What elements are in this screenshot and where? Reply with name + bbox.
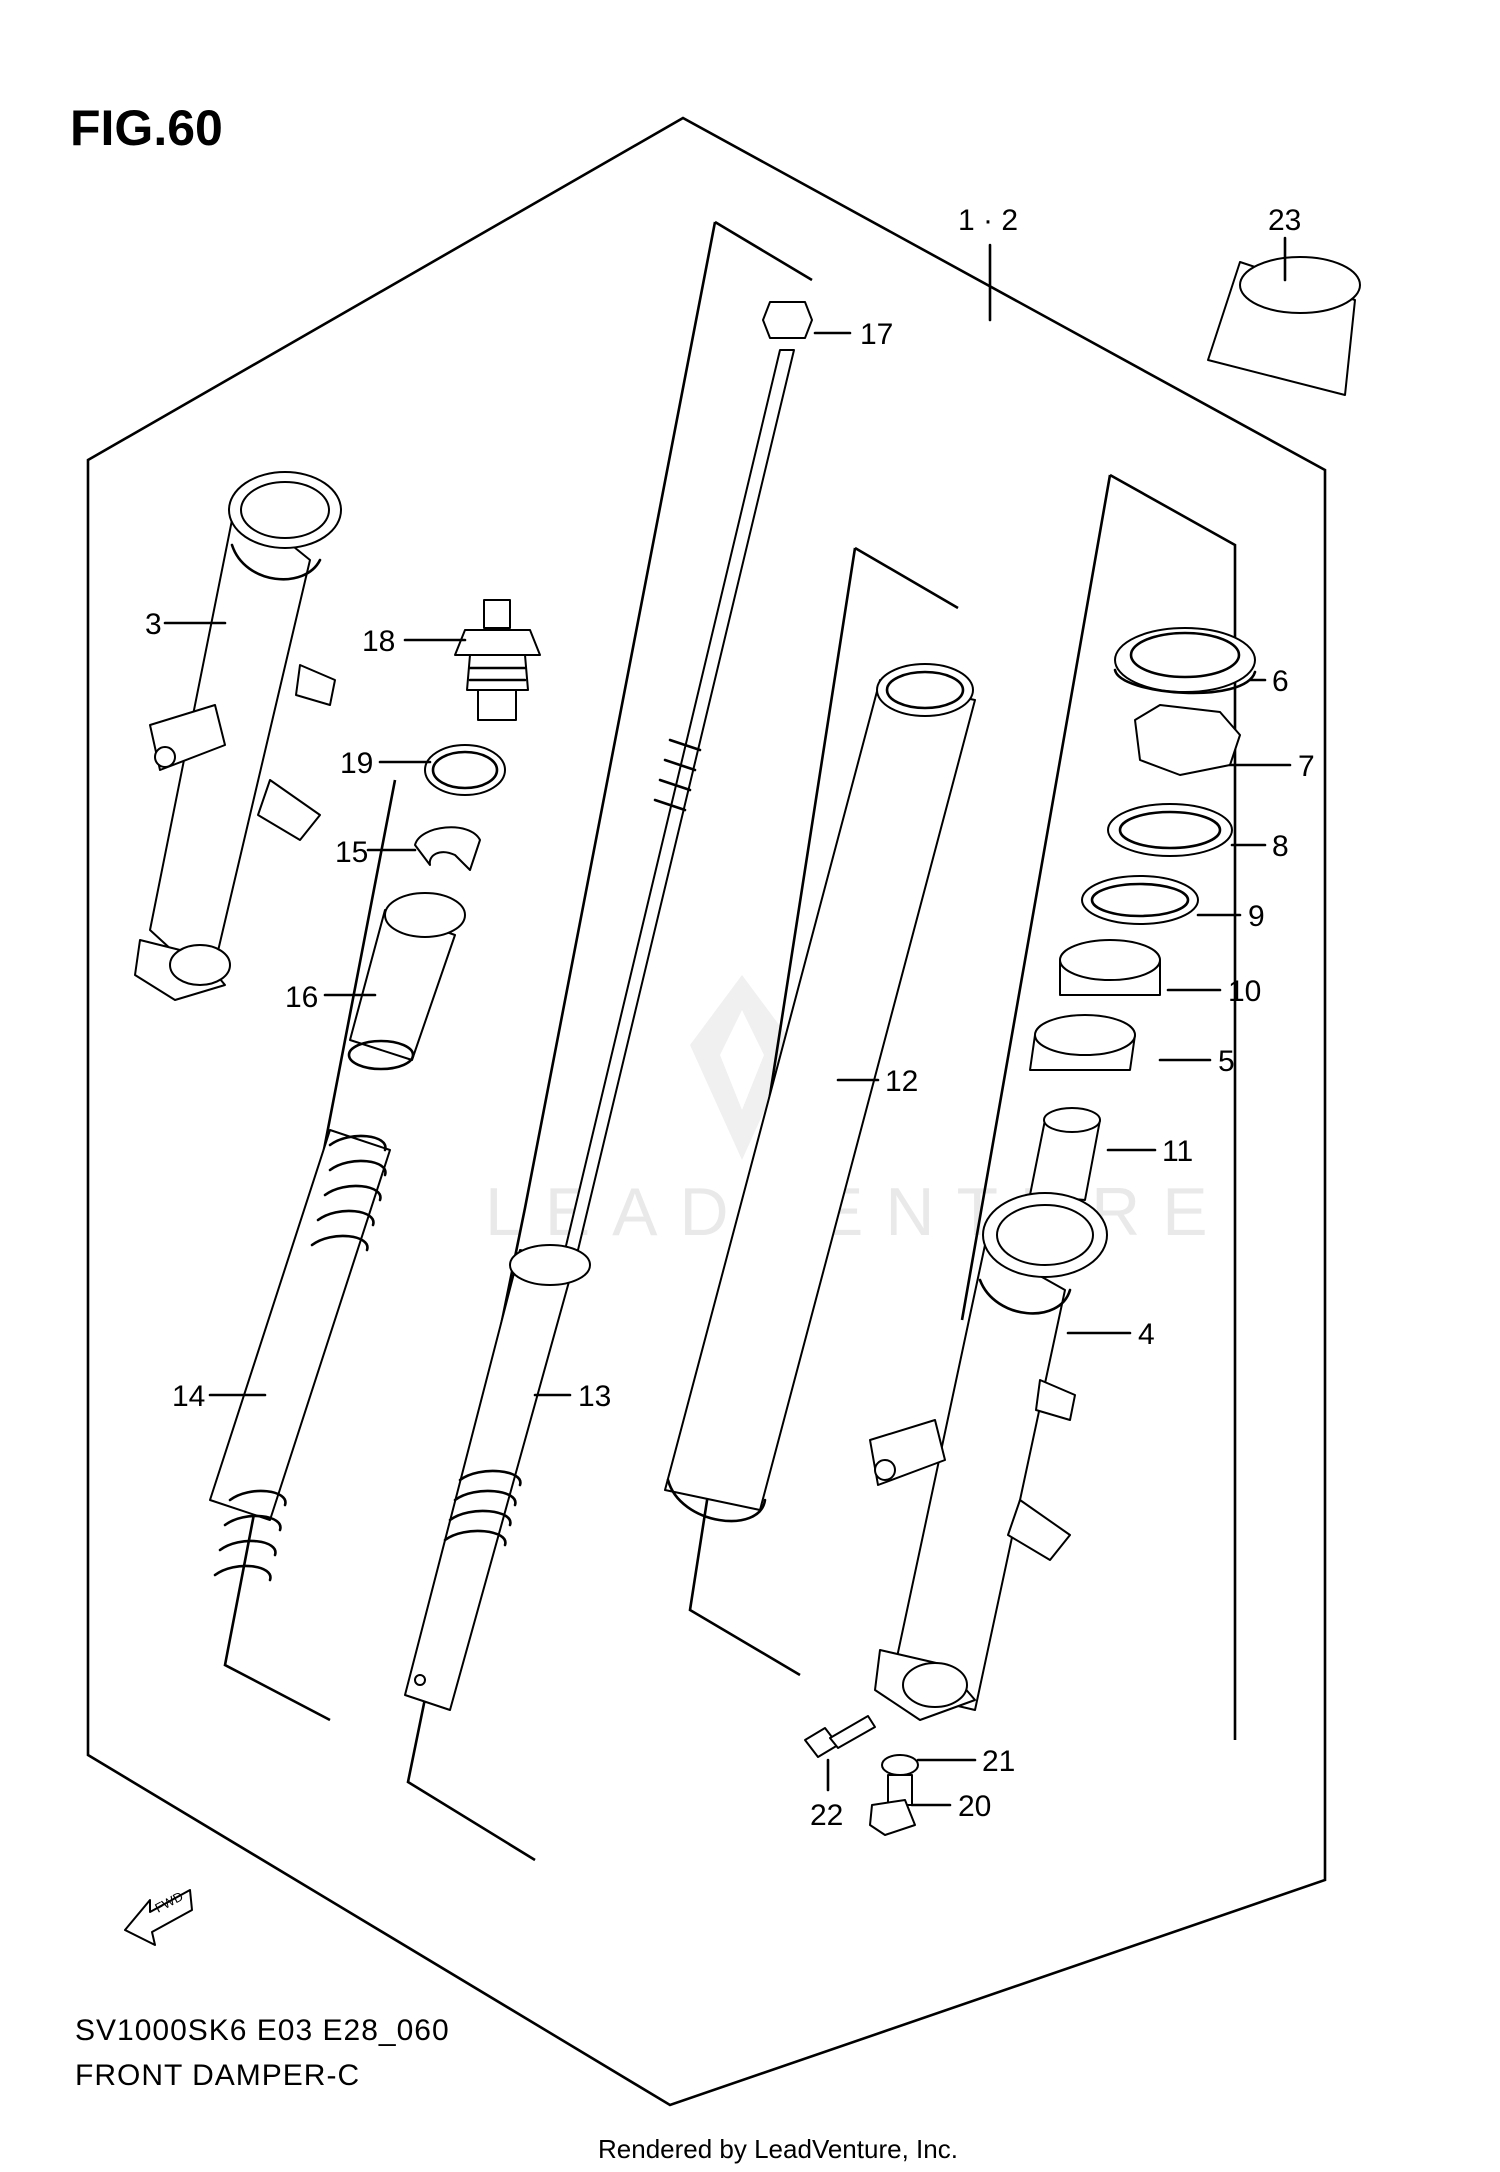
damper-tube-group-frame <box>688 546 959 1677</box>
watermark-text: LEADVENTURE <box>485 1174 1230 1250</box>
oil-seal-spacer <box>1081 875 1199 925</box>
o-ring <box>424 744 506 796</box>
adjuster-bolt <box>454 599 541 721</box>
assembly-frame <box>86 116 1327 2107</box>
callout-15: 15 <box>335 836 368 869</box>
stopper-ring-seal <box>1134 704 1241 776</box>
gasket <box>881 1754 919 1776</box>
damper-rod-assembly <box>404 349 795 1711</box>
model-code: SV1000SK6 E03 E28_060 <box>75 2014 450 2047</box>
callout-23: 23 <box>1268 204 1301 237</box>
callout-13: 13 <box>578 1380 611 1413</box>
guide-metal <box>1059 939 1161 996</box>
outer-tube-left <box>134 471 342 1001</box>
callout-20: 20 <box>958 1790 991 1823</box>
diagram-title: FRONT DAMPER-C <box>75 2059 360 2092</box>
slide-bush <box>1029 1014 1136 1071</box>
fork-guard <box>1207 256 1361 396</box>
callout-19: 19 <box>340 747 373 780</box>
callout-7: 7 <box>1298 750 1315 783</box>
leader-lines <box>163 236 1292 1807</box>
callout-14: 14 <box>172 1380 205 1413</box>
callout-11: 11 <box>1162 1135 1193 1168</box>
forward-arrow-icon: FWD <box>124 1889 193 1946</box>
outer-tube-right <box>869 1192 1108 1721</box>
oil-seal <box>1113 627 1257 695</box>
spacer <box>347 892 466 1071</box>
fork-spring <box>209 1129 391 1582</box>
callout-22: 22 <box>810 1799 843 1832</box>
callout-6: 6 <box>1272 665 1289 698</box>
rendered-by: Rendered by LeadVenture, Inc. <box>598 2134 958 2164</box>
callout-4: 4 <box>1138 1318 1155 1351</box>
callout-21: 21 <box>982 1745 1015 1778</box>
stopper-ring <box>414 826 481 871</box>
bush <box>1029 1107 1101 1201</box>
callout-3: 3 <box>145 608 162 641</box>
callout-5: 5 <box>1218 1045 1235 1078</box>
callout-1-2: 1 · 2 <box>958 204 1018 237</box>
retainer <box>1107 803 1233 857</box>
callout-9: 9 <box>1248 900 1265 933</box>
inner-tube-group-frame <box>960 473 1237 1740</box>
callout-10: 10 <box>1228 975 1261 1008</box>
lock-nut <box>762 301 813 339</box>
callout-8: 8 <box>1272 830 1289 863</box>
callout-12: 12 <box>885 1065 918 1098</box>
drain-bolt <box>869 1774 916 1836</box>
callout-17: 17 <box>860 318 893 351</box>
callout-16: 16 <box>285 981 318 1014</box>
callout-18: 18 <box>362 625 395 658</box>
damper-bolt <box>804 1715 876 1758</box>
inner-tube <box>664 663 976 1523</box>
spring-group-frame <box>223 779 397 1722</box>
figure-title: FIG.60 <box>70 100 223 156</box>
